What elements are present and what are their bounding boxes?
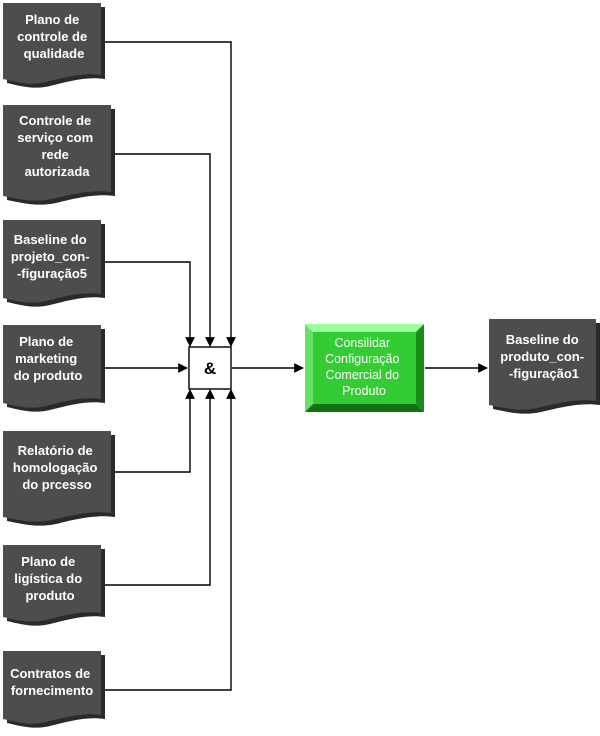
- input-document-plano-logistica: Plano de ligística do produto: [3, 545, 105, 626]
- connector-relatorio-homologacao: [112, 389, 195, 473]
- doc-label: Relatório de homologação do prcesso: [13, 443, 101, 492]
- process-label: Consilidar Configuração Comercial do Pro…: [325, 336, 403, 398]
- connector-baseline-projeto: [100, 261, 195, 347]
- and-junction: &: [188, 346, 232, 390]
- doc-label: Baseline do projeto_con- -figuração5: [11, 232, 93, 281]
- connector-controle-servico: [112, 153, 215, 347]
- input-document-plano-controle-qualidade: Plano de controle de qualidade: [3, 3, 105, 88]
- connector-plano-logistica: [100, 389, 215, 586]
- process-consolidar-configuracao: Consilidar Configuração Comercial do Pro…: [305, 324, 424, 412]
- and-junction-label: &: [204, 359, 216, 378]
- input-document-controle-servico-rede: Controle de serviço com rede autorizada: [3, 105, 115, 205]
- input-document-contratos-fornecimento: Contratos de fornecimento: [3, 651, 105, 728]
- doc-label: Plano de marketing do produto: [14, 334, 83, 383]
- input-document-baseline-projeto: Baseline do projeto_con- -figuração5: [3, 220, 105, 307]
- connector-controle-qualidade: [100, 41, 236, 347]
- doc-label: Plano de ligística do produto: [14, 554, 86, 603]
- connector-contratos: [100, 389, 236, 691]
- output-document-baseline-produto: Baseline do produto_con- -figuração1: [489, 319, 600, 414]
- connectors: [100, 41, 488, 691]
- input-document-relatorio-homologacao: Relatório de homologação do prcesso: [3, 431, 115, 526]
- doc-label: Contratos de fornecimento: [10, 666, 94, 698]
- input-document-plano-marketing: Plano de marketing do produto: [3, 325, 105, 412]
- doc-label: Controle de serviço com rede autorizada: [17, 113, 97, 179]
- doc-label: Baseline do produto_con- -figuração1: [500, 332, 587, 381]
- doc-label: Plano de controle de qualidade: [17, 12, 91, 61]
